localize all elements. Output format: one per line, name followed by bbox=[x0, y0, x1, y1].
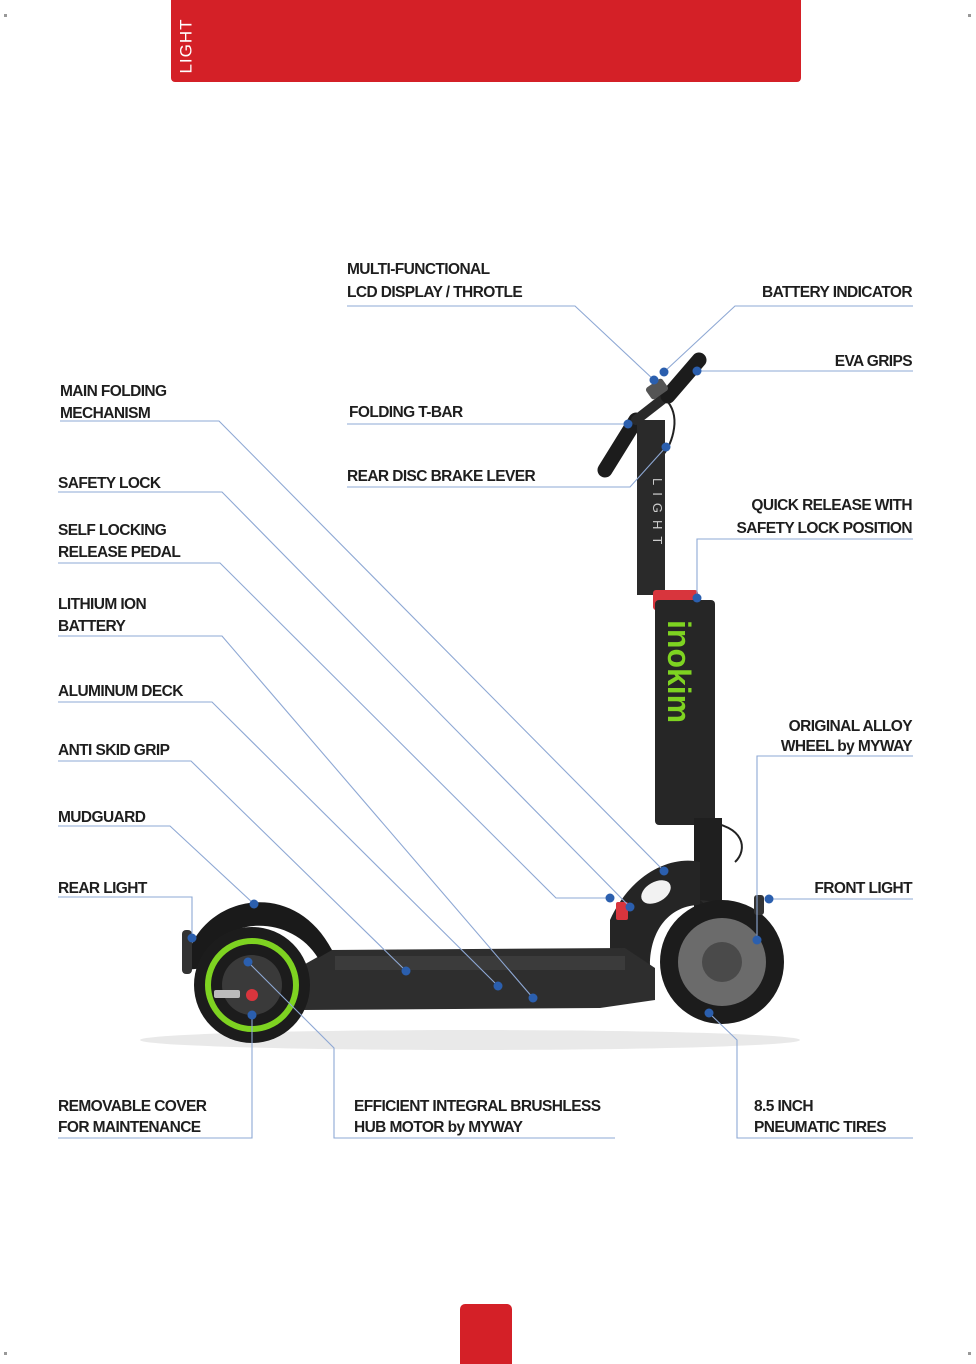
label-battery-indicator: BATTERY INDICATOR bbox=[762, 284, 912, 301]
header-band bbox=[171, 0, 801, 82]
dot-battery-indicator bbox=[659, 367, 669, 377]
leader-pedal bbox=[58, 562, 610, 899]
brand-logo: inokim bbox=[661, 620, 697, 723]
stem-lower bbox=[655, 600, 715, 825]
leader-tires bbox=[708, 1012, 913, 1139]
label-anti-skid: ANTI SKID GRIP bbox=[58, 742, 170, 759]
dot-rear-light bbox=[187, 933, 197, 943]
leader-mudguard bbox=[58, 825, 255, 905]
leader-alloy-wheel bbox=[756, 755, 913, 940]
dot-lcd-display bbox=[649, 375, 659, 385]
leader-safety-lock bbox=[58, 491, 631, 908]
crop-mark-top-left bbox=[4, 14, 7, 17]
scooter-illustration: LIGHT inokim bbox=[140, 352, 800, 1050]
label-hub-motor-line2: HUB MOTOR by MYWAY bbox=[354, 1119, 524, 1136]
crop-mark-top-right bbox=[968, 14, 971, 17]
dot-front-light bbox=[764, 894, 774, 904]
handlebar-right-grip bbox=[660, 352, 707, 404]
label-removable-cover-line1: REMOVABLE COVER bbox=[58, 1098, 207, 1115]
leader-lines bbox=[58, 305, 913, 1139]
label-main-folding-line1: MAIN FOLDING bbox=[60, 383, 167, 400]
dot-eva-grips bbox=[692, 366, 702, 376]
label-lcd-display-line1: MULTI-FUNCTIONAL bbox=[347, 261, 490, 278]
dot-hub-motor bbox=[243, 957, 253, 967]
dot-pedal bbox=[605, 893, 615, 903]
label-alloy-wheel-line2: WHEEL by MYWAY bbox=[781, 738, 913, 755]
dot-anti-skid bbox=[401, 966, 411, 976]
dot-deck bbox=[493, 981, 503, 991]
leader-quick-release bbox=[696, 538, 913, 598]
label-hub-motor-line1: EFFICIENT INTEGRAL BRUSHLESS bbox=[354, 1098, 601, 1115]
label-alloy-wheel-line1: ORIGINAL ALLOY bbox=[789, 718, 914, 735]
dot-mudguard bbox=[249, 899, 259, 909]
label-folding-tbar: FOLDING T-BAR bbox=[349, 404, 463, 421]
leader-lcd-display bbox=[347, 305, 655, 381]
rear-hub-cap bbox=[246, 989, 258, 1001]
crop-mark-bottom-left bbox=[4, 1352, 7, 1355]
label-quick-release-line1: QUICK RELEASE WITH bbox=[751, 497, 912, 514]
dot-quick-release bbox=[692, 593, 702, 603]
dot-tires bbox=[704, 1008, 714, 1018]
leader-main-folding bbox=[60, 420, 665, 872]
dot-removable-cover bbox=[247, 1010, 257, 1020]
leader-battery bbox=[58, 635, 534, 999]
page-number-tab bbox=[460, 1304, 512, 1364]
leader-rear-brake-lever bbox=[347, 446, 667, 488]
leader-deck bbox=[58, 701, 499, 987]
rear-hub-motor bbox=[222, 955, 282, 1015]
label-safety-lock: SAFETY LOCK bbox=[58, 475, 162, 492]
front-light bbox=[754, 895, 764, 915]
label-tires-line2: PNEUMATIC TIRES bbox=[754, 1119, 886, 1136]
rear-mudguard bbox=[185, 902, 332, 970]
label-tires-line1: 8.5 INCH bbox=[754, 1098, 813, 1115]
dot-battery bbox=[528, 993, 538, 1003]
dot-folding-tbar bbox=[623, 419, 633, 429]
leader-battery-indicator bbox=[663, 305, 913, 373]
label-battery-line1: LITHIUM ION bbox=[58, 596, 147, 613]
label-mudguard: MUDGUARD bbox=[58, 809, 146, 826]
dot-main-folding bbox=[659, 866, 669, 876]
handlebar-left-grip bbox=[597, 412, 644, 478]
label-front-light: FRONT LIGHT bbox=[814, 880, 913, 897]
dot-rear-brake-lever bbox=[661, 442, 671, 452]
label-rear-light: REAR LIGHT bbox=[58, 880, 148, 897]
front-wheel-hub bbox=[702, 942, 742, 982]
label-pedal-line1: SELF LOCKING bbox=[58, 522, 167, 539]
dot-alloy-wheel bbox=[752, 935, 762, 945]
label-removable-cover-line2: FOR MAINTENANCE bbox=[58, 1119, 201, 1136]
ground-shadow bbox=[140, 1030, 800, 1050]
safety-lock-latch bbox=[616, 902, 628, 920]
lcd-display-unit bbox=[645, 378, 669, 400]
leader-rear-light bbox=[58, 896, 193, 938]
label-rear-brake-lever: REAR DISC BRAKE LEVER bbox=[347, 468, 535, 485]
anchor-dots bbox=[187, 366, 774, 1020]
label-battery-line2: BATTERY bbox=[58, 618, 127, 635]
maintenance-cover bbox=[214, 990, 240, 998]
label-quick-release-line2: SAFETY LOCK POSITION bbox=[737, 520, 913, 537]
leader-hub-motor bbox=[247, 961, 615, 1139]
label-main-folding-line2: MECHANISM bbox=[60, 405, 150, 422]
stem-upper bbox=[637, 420, 665, 595]
crop-mark-bottom-right bbox=[968, 1352, 971, 1355]
anti-skid-grip bbox=[335, 956, 625, 970]
label-deck: ALUMINUM DECK bbox=[58, 683, 184, 700]
leader-anti-skid bbox=[58, 760, 407, 972]
label-eva-grips: EVA GRIPS bbox=[835, 353, 913, 370]
label-pedal-line2: RELEASE PEDAL bbox=[58, 544, 180, 561]
leader-removable-cover bbox=[58, 1015, 253, 1139]
folding-frame-opening bbox=[641, 880, 671, 904]
label-lcd-display-line2: LCD DISPLAY / THROTLE bbox=[347, 284, 522, 301]
dot-safety-lock bbox=[625, 902, 635, 912]
labels: MULTI-FUNCTIONAL LCD DISPLAY / THROTLE B… bbox=[58, 261, 914, 1136]
stem-text: LIGHT bbox=[650, 478, 665, 551]
